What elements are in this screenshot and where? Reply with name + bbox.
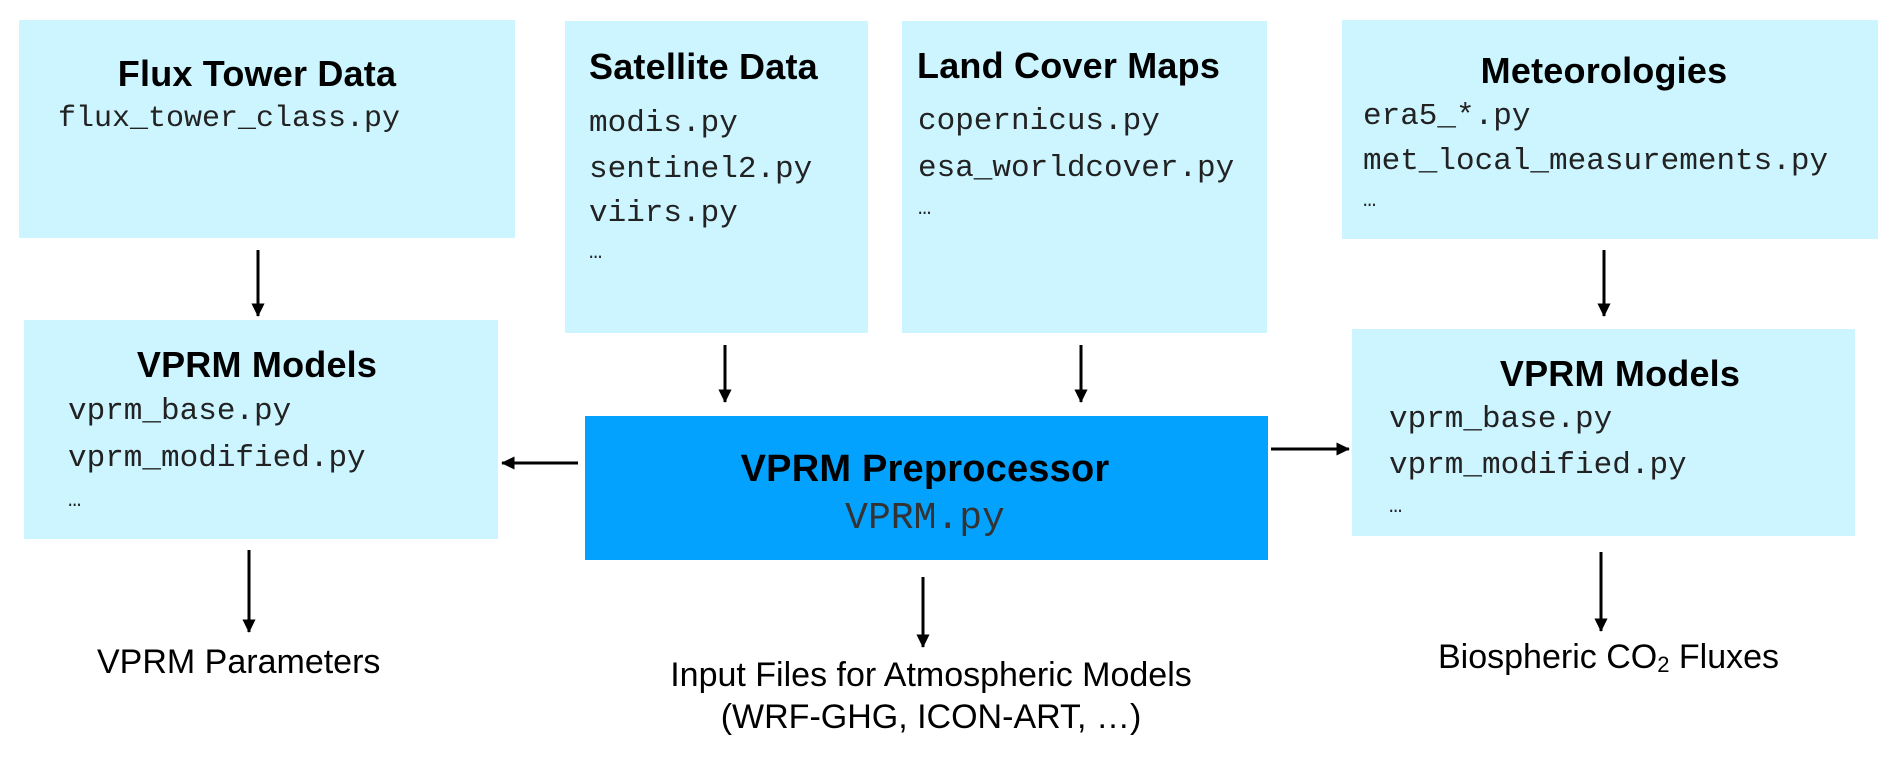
flux-tower-data-box (19, 20, 515, 238)
land-cover-maps-title: Land Cover Maps (917, 45, 1221, 86)
vprm-models-right-file: vprm_base.py (1389, 402, 1613, 437)
land-cover-file: copernicus.py (918, 104, 1160, 139)
satellite-file: sentinel2.py (589, 152, 813, 187)
vprm-models-right-file: vprm_modified.py (1389, 448, 1687, 483)
satellite-file: viirs.py (589, 196, 738, 231)
vprm-preprocessor-title: VPRM Preprocessor (740, 448, 1110, 490)
vprm-models-left-file: vprm_modified.py (68, 441, 366, 476)
biospheric-suffix: Fluxes (1669, 638, 1780, 676)
land-cover-file: esa_worldcover.py (918, 151, 1235, 186)
vprm-parameters-label: VPRM Parameters (97, 643, 381, 681)
meteorologies-file: era5_*.py (1363, 99, 1531, 134)
land-cover-file-more: … (918, 196, 932, 221)
biospheric-co2-fluxes-label: Biospheric CO2 Fluxes (1438, 638, 1780, 677)
vprm-models-right-box (1352, 329, 1855, 536)
satellite-data-box (565, 21, 868, 333)
vprm-models-right-file-more: … (1389, 494, 1403, 519)
satellite-data-title: Satellite Data (589, 46, 818, 87)
meteorologies-file-more: … (1363, 188, 1377, 213)
input-files-line2: (WRF-GHG, ICON-ART, …) (720, 698, 1142, 736)
meteorologies-title: Meteorologies (1480, 50, 1728, 91)
input-files-label: Input Files for Atmospheric Models (WRF-… (670, 658, 1192, 734)
biospheric-prefix: Biospheric CO (1438, 638, 1658, 676)
flux-tower-file: flux_tower_class.py (58, 102, 401, 136)
input-files-line1: Input Files for Atmospheric Models (670, 656, 1192, 694)
vprm-models-left-file-more: … (68, 488, 82, 513)
satellite-file-more: … (589, 240, 603, 265)
vprm-preprocessor-box (585, 416, 1268, 560)
satellite-file: modis.py (589, 106, 738, 141)
vprm-models-left-title: VPRM Models (136, 344, 378, 385)
vprm-models-left-file: vprm_base.py (68, 394, 292, 429)
vprm-models-right-title: VPRM Models (1499, 353, 1741, 394)
land-cover-maps-box (902, 21, 1267, 333)
meteorologies-file: met_local_measurements.py (1363, 144, 1829, 179)
meteorologies-box (1342, 20, 1878, 239)
flux-tower-data-title: Flux Tower Data (117, 53, 397, 94)
vprm-models-left-box (24, 320, 498, 539)
co2-subscript: 2 (1657, 652, 1670, 677)
vprm-preprocessor-file: VPRM.py (845, 497, 1005, 540)
